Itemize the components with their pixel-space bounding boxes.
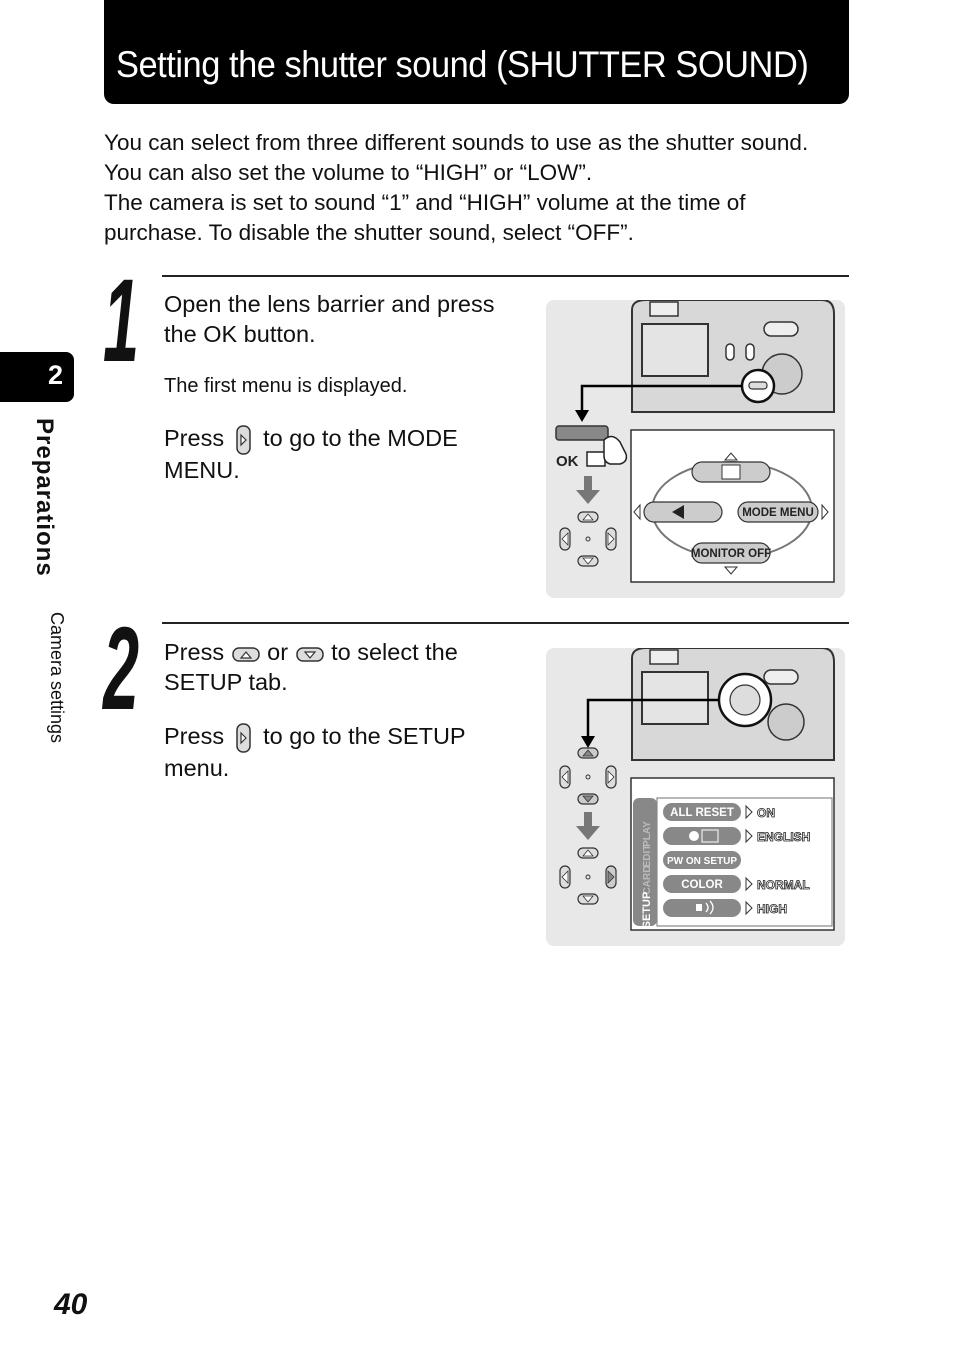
mode-menu-item [737,501,819,523]
quality-icon [672,505,684,519]
step1-text: Open the lens barrier and press the OK b… [164,289,529,485]
setup-row: HIGH [663,899,787,917]
row-label: COLOR [681,879,723,891]
step2-select-cont: SETUP tab. [164,669,288,695]
camera-screen [641,323,709,377]
step1-line: the OK button. [164,321,316,347]
mode-menu-label: MODE MENU [742,507,814,519]
tab-setup: SETUP [641,892,653,929]
step-number: 1 [103,255,139,387]
chapter-tab: 2 [0,352,74,402]
hand-pointer-icon [603,435,628,465]
setup-row: COLOR NORMAL [663,875,810,893]
arrow-down-icon [576,826,600,840]
step2-text: Press or to select the SETUP tab. Press … [164,637,534,783]
intro-line: purchase. To disable the shutter sound, … [104,220,634,245]
camera-diagram: OK MODE MENU MONITOR OFF [555,300,835,583]
tab-play: PLAY [642,821,653,847]
figure-step1: OK MODE MENU MONITOR OFF [546,300,845,598]
chapter-number: 2 [48,360,64,390]
step-divider [162,275,849,277]
step1-action: to go to the MODE [263,425,458,451]
step-number: 2 [103,603,139,735]
arrow-right-button-icon [235,723,251,753]
step-divider [162,622,849,624]
figure-step2: EDIT PLAY CARD SETUP ALL RESET ON ENGLIS… [546,648,845,946]
intro-line: The camera is set to sound “1” and “HIGH… [104,190,746,215]
step1-note: The first menu is displayed. [164,375,408,397]
monitor-off-item [691,542,771,564]
step2-goto-cont: menu. [164,754,230,781]
step2-select: to select the [331,639,458,665]
row-value: ON [757,806,775,820]
camera-diagram-setup: EDIT PLAY CARD SETUP ALL RESET ON ENGLIS… [559,648,835,931]
step1-line: Open the lens barrier and press [164,291,495,317]
chapter-title: Preparations [31,418,58,577]
or-label: or [267,639,289,665]
row-value: HIGH [757,902,787,916]
intro-text: You can select from three different soun… [104,128,864,248]
arrow-down-icon [576,490,600,504]
exposure-comp-icon [721,464,741,480]
arrow-down-button-icon [295,647,324,662]
language-icon [689,831,699,841]
speaker-sound-icon [696,904,702,911]
row-label: ALL RESET [670,807,734,819]
press-label: Press [164,425,225,451]
setup-row: PW ON SETUP [663,851,741,869]
ok-label: OK [556,453,579,470]
step2-goto: to go to the SETUP [263,723,466,749]
menu-icon [586,451,606,467]
row-value: ENGLISH [757,830,810,844]
viewfinder [649,301,679,317]
press-label: Press [164,723,225,749]
title-bar: Setting the shutter sound (SHUTTER SOUND… [104,0,849,104]
page-title: Setting the shutter sound (SHUTTER SOUND… [116,44,809,85]
press-label: Press [164,639,225,665]
row-label: PW ON SETUP [667,856,737,867]
setup-row: ALL RESET ON [663,803,775,821]
intro-line: You can also set the volume to “HIGH” or… [104,160,593,185]
speaker-icon [767,703,805,741]
section-title: Camera settings [47,612,67,744]
setup-row: ENGLISH [663,827,811,845]
arrow-right-button-icon [235,425,251,455]
row-value: NORMAL [757,878,810,892]
ok-button [555,425,609,441]
tab-card: CARD [642,866,653,895]
page-number: 40 [54,1288,88,1321]
monitor-off-label: MONITOR OFF [691,548,771,560]
menu-tabs [633,798,657,926]
arrow-up-button-icon [231,647,260,662]
tab-edit: EDIT [642,845,653,868]
step1-action-cont: MENU. [164,456,240,483]
intro-line: You can select from three different soun… [104,130,809,155]
